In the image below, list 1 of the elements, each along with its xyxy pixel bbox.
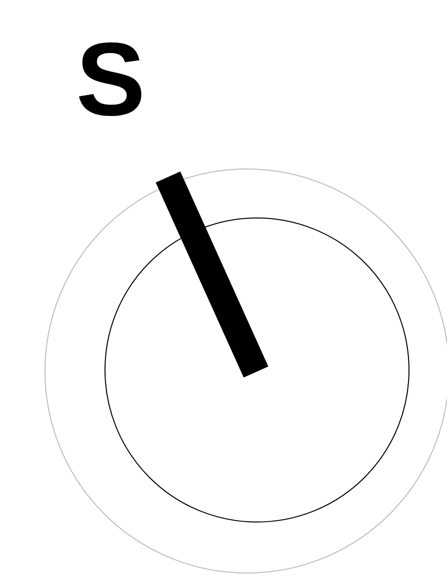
- direction-letter: S: [76, 28, 146, 132]
